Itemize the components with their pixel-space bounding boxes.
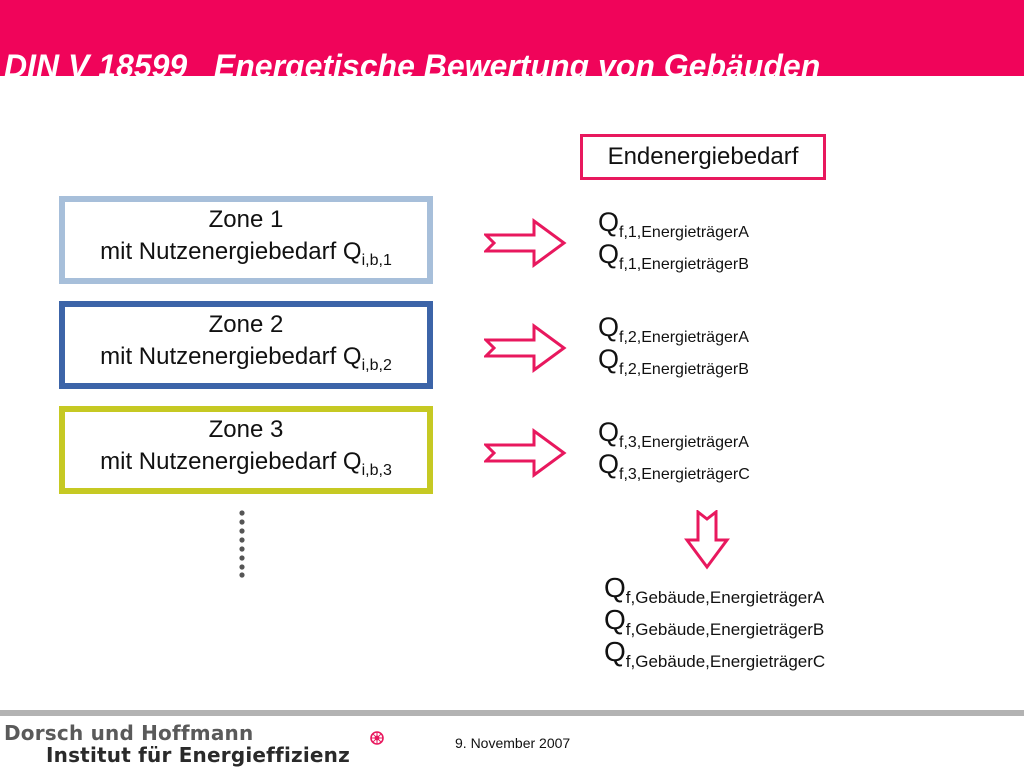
result-line: Qf,2,EnergieträgerA bbox=[598, 311, 749, 346]
zone-2-title: Zone 2 bbox=[208, 310, 284, 338]
zone-1-results: Qf,1,EnergieträgerA Qf,1,EnergieträgerB bbox=[598, 206, 749, 273]
total-sub: f,Gebäude,EnergieträgerB bbox=[625, 620, 825, 639]
zone-3-title: Zone 3 bbox=[208, 415, 284, 443]
zone-1-title: Zone 1 bbox=[208, 205, 284, 233]
zone-2-demand-main: mit Nutzenergiebedarf Q bbox=[100, 342, 362, 370]
page-title: DIN V 18599 Energetische Bewertung von G… bbox=[4, 48, 821, 76]
result-line: Qf,1,EnergieträgerB bbox=[598, 238, 749, 273]
building-totals: Qf,Gebäude,EnergieträgerA Qf,Gebäude,Ene… bbox=[604, 572, 826, 671]
zone-2-results: Qf,2,EnergieträgerA Qf,2,EnergieträgerB bbox=[598, 311, 749, 378]
result-sub: f,1,EnergieträgerB bbox=[619, 256, 749, 273]
total-line: Qf,Gebäude,EnergieträgerA bbox=[604, 572, 825, 607]
header-divider bbox=[0, 76, 1024, 78]
endenergie-label: Endenergiebedarf bbox=[607, 143, 799, 170]
zone-3-results: Qf,3,EnergieträgerA Qf,3,EnergieträgerC bbox=[598, 416, 750, 483]
result-sub: f,3,EnergieträgerA bbox=[619, 434, 749, 451]
logo-line-2: Institut für Energieffizienz bbox=[46, 743, 350, 767]
footer-date: 9. November 2007 bbox=[455, 735, 571, 751]
zone-2-demand: mit Nutzenergiebedarf Qi,b,2 bbox=[100, 341, 392, 382]
result-main: Q bbox=[598, 239, 620, 269]
result-line: Qf,3,EnergieträgerA bbox=[598, 416, 750, 451]
result-line: Qf,1,EnergieträgerA bbox=[598, 206, 749, 241]
total-main: Q bbox=[604, 636, 626, 667]
zone-1-box: Zone 1 mit Nutzenergiebedarf Qi,b,1 bbox=[59, 196, 433, 284]
result-line: Qf,3,EnergieträgerC bbox=[598, 448, 750, 483]
zone-1-demand-main: mit Nutzenergiebedarf Q bbox=[100, 237, 362, 265]
endenergie-box: Endenergiebedarf bbox=[580, 134, 826, 180]
logo-line-1: Dorsch und Hoffmann bbox=[4, 721, 254, 745]
result-main: Q bbox=[598, 207, 620, 237]
total-main: Q bbox=[604, 572, 626, 603]
header-band: DIN V 18599 Energetische Bewertung von G… bbox=[0, 0, 1024, 76]
zone-3-demand-sub: i,b,3 bbox=[361, 461, 392, 479]
result-main: Q bbox=[598, 312, 620, 342]
arrow-right-icon bbox=[484, 428, 568, 478]
zone-2-demand-sub: i,b,2 bbox=[361, 356, 392, 374]
result-sub: f,2,EnergieträgerA bbox=[619, 329, 749, 346]
arrow-right-icon bbox=[484, 218, 568, 268]
result-sub: f,3,EnergieträgerC bbox=[619, 466, 750, 483]
more-zones-dots bbox=[238, 509, 246, 579]
result-sub: f,1,EnergieträgerA bbox=[619, 224, 749, 241]
total-main: Q bbox=[604, 604, 626, 635]
logo-flower-icon bbox=[370, 730, 384, 749]
zone-1-demand-sub: i,b,1 bbox=[361, 251, 392, 269]
arrow-down-icon bbox=[684, 510, 730, 570]
result-main: Q bbox=[598, 449, 620, 479]
total-sub: f,Gebäude,EnergieträgerC bbox=[625, 652, 826, 671]
company-logo: Dorsch und Hoffmann Institut für Energie… bbox=[4, 721, 384, 767]
arrow-right-icon bbox=[484, 323, 568, 373]
result-main: Q bbox=[598, 417, 620, 447]
result-line: Qf,2,EnergieträgerB bbox=[598, 343, 749, 378]
zone-3-box: Zone 3 mit Nutzenergiebedarf Qi,b,3 bbox=[59, 406, 433, 494]
zone-2-box: Zone 2 mit Nutzenergiebedarf Qi,b,2 bbox=[59, 301, 433, 389]
zone-1-demand: mit Nutzenergiebedarf Qi,b,1 bbox=[100, 236, 392, 277]
total-line: Qf,Gebäude,EnergieträgerB bbox=[604, 604, 825, 639]
total-line: Qf,Gebäude,EnergieträgerC bbox=[604, 636, 826, 671]
result-main: Q bbox=[598, 344, 620, 374]
total-sub: f,Gebäude,EnergieträgerA bbox=[625, 588, 825, 607]
footer-divider bbox=[0, 710, 1024, 716]
result-sub: f,2,EnergieträgerB bbox=[619, 361, 749, 378]
zone-3-demand: mit Nutzenergiebedarf Qi,b,3 bbox=[100, 446, 392, 487]
zone-3-demand-main: mit Nutzenergiebedarf Q bbox=[100, 447, 362, 475]
